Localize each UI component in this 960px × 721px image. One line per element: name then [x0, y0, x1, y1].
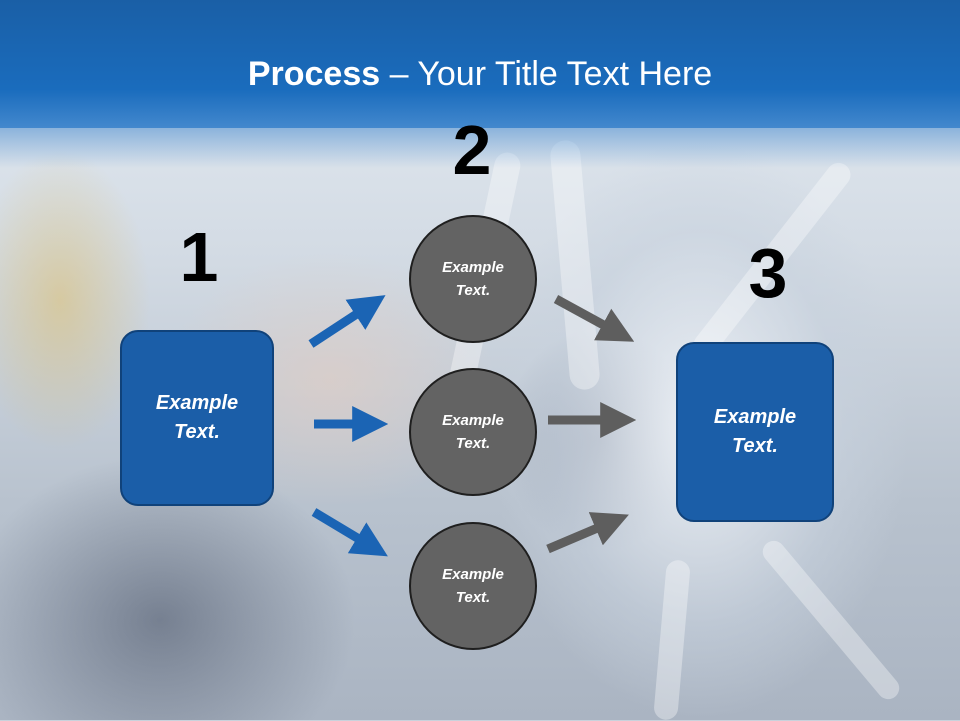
- arrow-to-circle-bottom: [311, 508, 388, 557]
- arrow-from-circle-top: [553, 295, 635, 342]
- circle-bottom-label: Example Text.: [442, 566, 504, 606]
- arrow-from-circle-bottom: [546, 512, 629, 554]
- right-step-label: Example Text.: [713, 406, 797, 457]
- circle-middle: Example Text.: [409, 368, 537, 496]
- left-step-label: Example Text.: [155, 392, 239, 443]
- circle-top-label: Example Text.: [442, 259, 504, 299]
- title-bold: Process: [247, 55, 381, 93]
- step-number-2: 2: [452, 111, 492, 189]
- arrow-to-circle-top: [308, 295, 386, 348]
- right-step-box: Example Text.: [676, 342, 834, 522]
- step-number-3: 3: [748, 234, 788, 312]
- circle-top: Example Text.: [409, 215, 537, 343]
- title-rest: – Your Title Text Here: [380, 55, 713, 93]
- title-bar: [0, 0, 960, 128]
- title-bar-fade: [0, 128, 960, 168]
- step-number-1: 1: [179, 218, 219, 296]
- circle-middle-label: Example Text.: [442, 412, 504, 452]
- left-step-box: Example Text.: [120, 330, 274, 506]
- slide-title: Process – Your Title Text Here: [0, 52, 960, 96]
- circle-bottom: Example Text.: [409, 522, 537, 650]
